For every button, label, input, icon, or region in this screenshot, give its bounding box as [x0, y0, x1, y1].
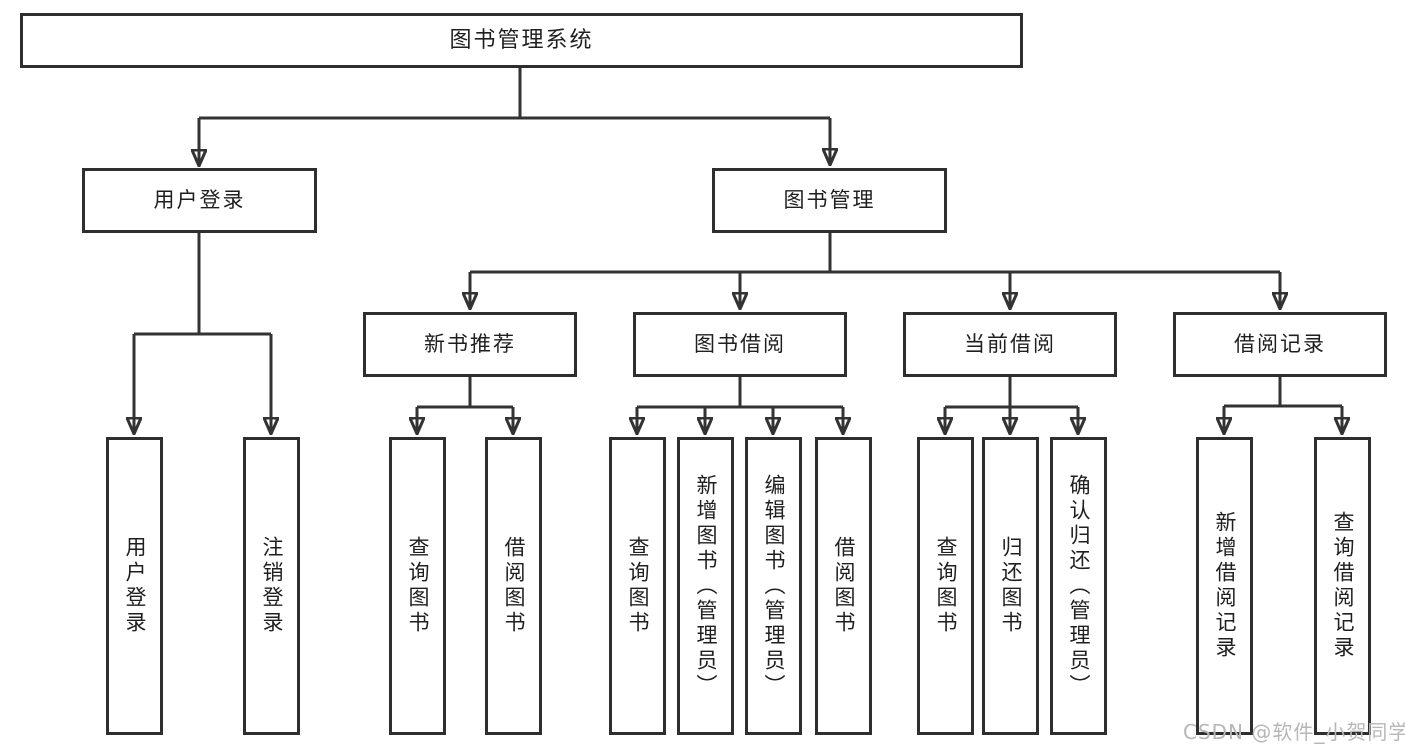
- connector-current-borrow-children: [945, 377, 1078, 434]
- connector-user-login-children: [134, 233, 271, 434]
- node-root: 图书管理系统: [20, 13, 1023, 68]
- connector-book-borrow-children: [637, 377, 843, 434]
- leaf-query-book-current: 查询图书: [917, 437, 974, 735]
- leaf-logout: 注销登录: [243, 437, 300, 735]
- csdn-watermark: CSDN @软件_小贺同学: [1183, 720, 1405, 744]
- node-user-login: 用户登录: [82, 168, 317, 233]
- node-book-borrow: 图书借阅: [633, 312, 847, 377]
- leaf-add-book-admin: 新增图书（管理员）: [677, 437, 734, 735]
- leaf-borrow-book: 借阅图书: [815, 437, 872, 735]
- leaf-return-book: 归还图书: [982, 437, 1039, 735]
- node-current-borrow: 当前借阅: [903, 312, 1117, 377]
- connector-borrow-record-children: [1224, 377, 1342, 434]
- leaf-confirm-return-admin: 确认归还（管理员）: [1050, 437, 1107, 735]
- connector-root-to-level2: [199, 68, 830, 166]
- leaf-user-login: 用户登录: [106, 437, 163, 735]
- leaf-query-book-borrow: 查询图书: [609, 437, 666, 735]
- node-book-management: 图书管理: [712, 168, 947, 233]
- connector-book-mgmt-children: [470, 233, 1280, 309]
- leaf-add-borrow-record: 新增借阅记录: [1196, 437, 1253, 735]
- leaf-borrow-book-recommend: 借阅图书: [485, 437, 542, 735]
- leaf-query-book-recommend: 查询图书: [389, 437, 446, 735]
- node-borrow-records: 借阅记录: [1173, 312, 1387, 377]
- connector-new-book-children: [417, 377, 513, 434]
- node-new-book-recommend: 新书推荐: [363, 312, 577, 377]
- leaf-query-borrow-record: 查询借阅记录: [1314, 437, 1371, 735]
- leaf-edit-book-admin: 编辑图书（管理员）: [745, 437, 802, 735]
